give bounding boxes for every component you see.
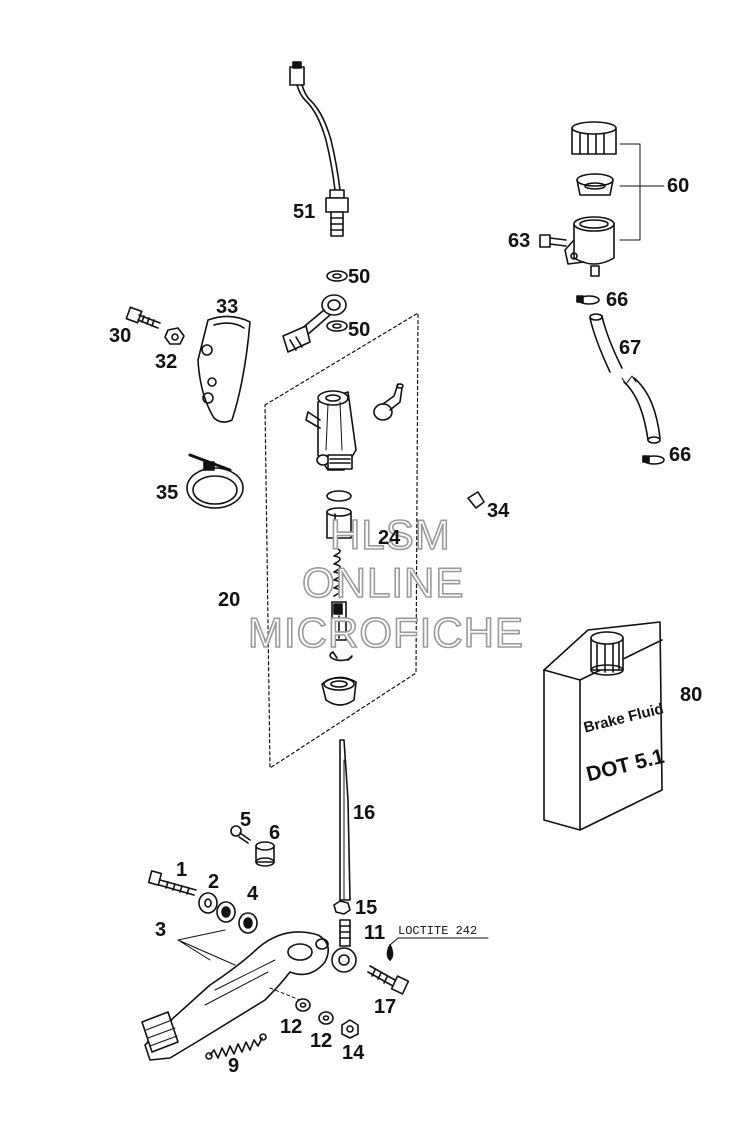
nut-15: [333, 900, 351, 915]
brake-pedal-3: [141, 931, 330, 1061]
nut-32: [164, 327, 185, 345]
label-part-32: 32: [155, 351, 178, 373]
washer-12b: [318, 1011, 334, 1025]
banjo-fitting: [282, 294, 347, 353]
label-part-5: 5: [240, 809, 252, 831]
leader-3: [177, 929, 236, 966]
washer-50a: [326, 270, 348, 282]
bushing-6: [255, 841, 275, 867]
label-part-1: 1: [176, 859, 188, 881]
label-part-9: 9: [228, 1055, 240, 1077]
push-rod-16: [339, 739, 351, 901]
watermark-line2: ONLINE: [301, 559, 465, 606]
label-part-14: 14: [342, 1042, 365, 1064]
label-part-51: 51: [293, 201, 316, 223]
label-part-12a: 12: [280, 1016, 303, 1038]
screw-63: [539, 234, 567, 248]
nut-14: [341, 1019, 359, 1039]
washer-2: [198, 892, 218, 914]
label-part-34: 34: [487, 500, 510, 522]
circlip: [329, 651, 353, 662]
bolt-1: [147, 870, 197, 896]
label-part-50a: 50: [348, 266, 371, 288]
piston: [326, 507, 352, 539]
reservoir-60: [564, 121, 617, 277]
bolt-17: [367, 965, 410, 995]
guard-33: [197, 315, 251, 423]
bearings-4: [216, 901, 258, 934]
label-part-30: 30: [109, 325, 132, 347]
brake-fluid-bottle-80: [543, 621, 663, 831]
o-ring: [326, 490, 352, 502]
label-part-66a: 66: [606, 289, 629, 311]
spring: [333, 547, 341, 597]
label-part-12b: 12: [310, 1030, 333, 1052]
elbow-fitting: [373, 383, 404, 421]
loctite-note: LOCTITE 242: [398, 924, 478, 938]
hose-clamp-66a: [576, 295, 600, 305]
cable-tie-35: [186, 453, 244, 509]
dust-boot: [321, 676, 357, 706]
washer-50b: [326, 320, 348, 332]
grommet-34: [467, 491, 485, 509]
label-part-67: 67: [619, 337, 642, 359]
hose-67: [589, 313, 661, 444]
label-part-2: 2: [208, 871, 220, 893]
label-part-50b: 50: [348, 319, 371, 341]
label-part-20: 20: [218, 589, 241, 611]
label-part-11: 11: [364, 922, 386, 944]
hose-clamp-66b: [642, 455, 665, 465]
label-part-63: 63: [508, 230, 531, 252]
screw-5: [230, 825, 251, 844]
label-part-15: 15: [355, 897, 378, 919]
assembly-boundary-20: [264, 312, 419, 769]
label-part-60: 60: [667, 175, 690, 197]
label-part-80: 80: [680, 684, 703, 706]
watermark-line1: HLSM: [329, 511, 451, 558]
washer-12a: [295, 998, 311, 1012]
label-part-33: 33: [216, 296, 239, 318]
leader-60: [619, 143, 665, 241]
secondary-piston: [331, 601, 347, 641]
label-part-35: 35: [156, 482, 179, 504]
label-part-3: 3: [155, 919, 167, 941]
return-spring-9: [209, 1037, 263, 1059]
loctite-drop-icon: [386, 944, 394, 961]
clevis-11: [331, 919, 357, 973]
master-cylinder-body: [305, 390, 357, 471]
brake-light-switch-51: [289, 61, 349, 237]
label-part-66b: 66: [669, 444, 692, 466]
label-part-16: 16: [353, 802, 376, 824]
label-part-24: 24: [378, 527, 401, 549]
label-part-17: 17: [374, 996, 397, 1018]
watermark-line3: MICROFICHE: [247, 609, 524, 656]
label-part-6: 6: [269, 822, 281, 844]
bolt-30: [125, 306, 161, 329]
label-part-4: 4: [247, 883, 259, 905]
